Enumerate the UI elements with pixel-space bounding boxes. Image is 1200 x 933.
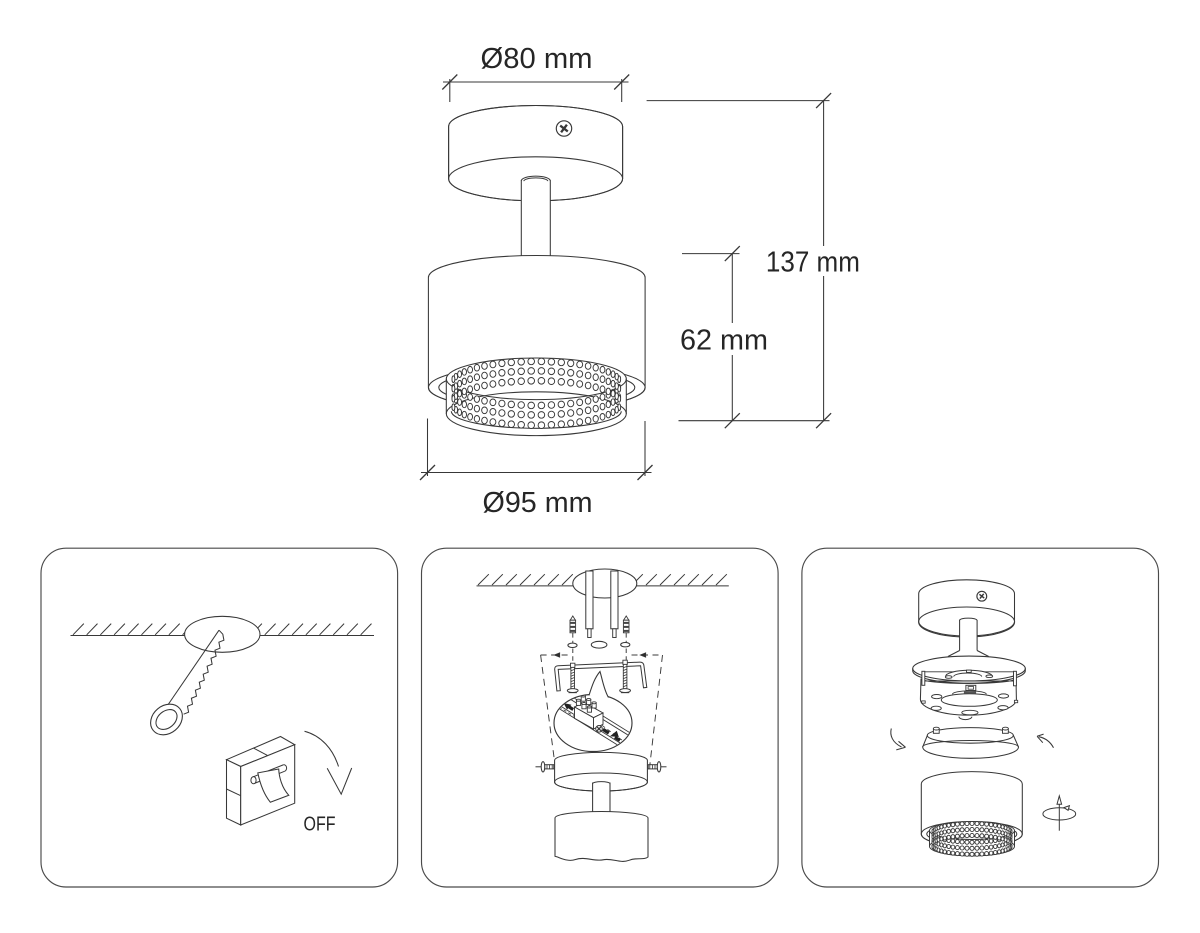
svg-text:137 mm: 137 mm bbox=[766, 247, 860, 279]
svg-text:62 mm: 62 mm bbox=[680, 325, 768, 357]
svg-text:OFF: OFF bbox=[304, 814, 336, 836]
svg-text:Ø95 mm: Ø95 mm bbox=[483, 487, 593, 519]
svg-text:Ø80 mm: Ø80 mm bbox=[481, 43, 593, 75]
